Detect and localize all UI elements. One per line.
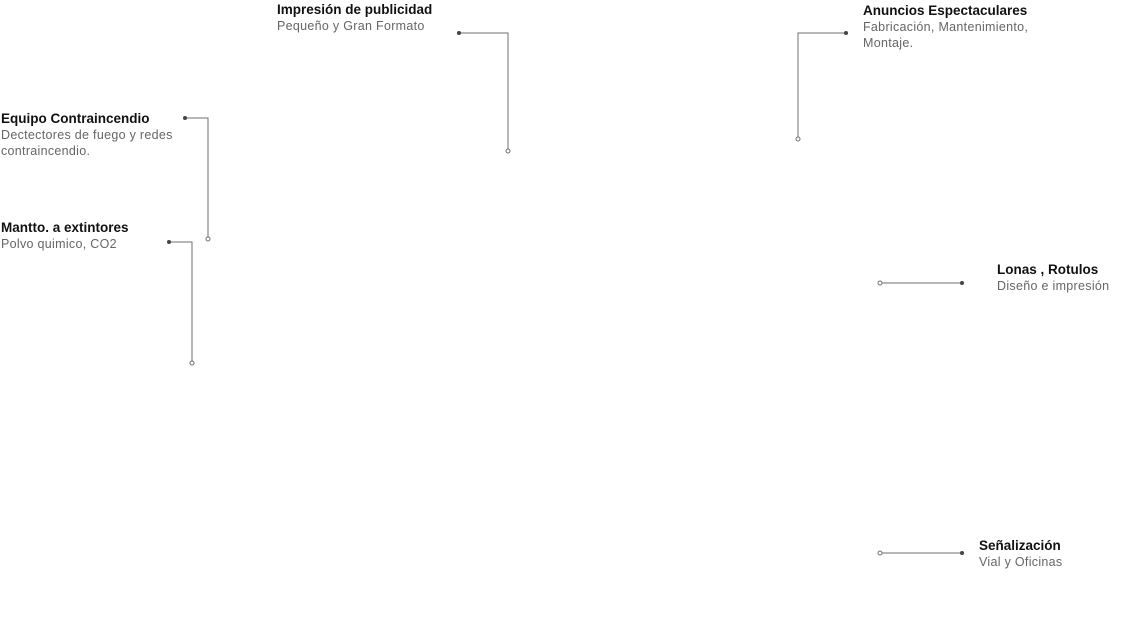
anchor-dot — [457, 31, 461, 35]
endpoint-dot — [795, 136, 801, 142]
connector-anuncios — [795, 31, 848, 142]
anchor-dot — [183, 116, 187, 120]
callout-description: Polvo quimico, CO2 — [1, 237, 117, 251]
callout-lonas-rotulos: Lonas , Rotulos Diseño e impresión — [997, 262, 1109, 294]
connector-mantto — [167, 240, 195, 366]
anchor-dot — [960, 281, 964, 285]
endpoint-dot — [877, 280, 883, 286]
callout-anuncios-espectaculares: Anuncios Espectaculares Fabricación, Man… — [863, 3, 1063, 51]
callout-title: Equipo Contraincendio — [1, 111, 150, 126]
anchor-dot — [960, 551, 964, 555]
endpoint-dot — [877, 550, 883, 556]
endpoint-dot — [189, 360, 195, 366]
callout-title: Impresión de publicidad — [277, 2, 433, 17]
callout-senalizacion: Señalización Vial y Oficinas — [979, 538, 1062, 570]
anchor-dot — [167, 240, 171, 244]
callout-title: Lonas , Rotulos — [997, 262, 1099, 277]
connector-lonas — [877, 280, 964, 286]
connector-senalizacion — [877, 550, 964, 556]
endpoint-dot — [205, 236, 211, 242]
connector-impresion — [457, 31, 511, 154]
callout-impresion-publicidad: Impresión de publicidad Pequeño y Gran F… — [277, 2, 432, 34]
endpoint-dot — [505, 148, 511, 154]
callout-equipo-contraincendio: Equipo Contraincendio Dectectores de fue… — [1, 111, 201, 159]
callout-mantto-extintores: Mantto. a extintores Polvo quimico, CO2 — [1, 220, 129, 252]
callout-description: Vial y Oficinas — [979, 555, 1063, 569]
connector-equipo — [183, 116, 211, 242]
callout-title: Anuncios Espectaculares — [863, 3, 1028, 18]
callout-description: Pequeño y Gran Formato — [277, 19, 425, 33]
callout-description: Dectectores de fuego y redes contraincen… — [1, 128, 173, 158]
callout-title: Señalización — [979, 538, 1061, 553]
callout-description: Diseño e impresión — [997, 279, 1110, 293]
callout-title: Mantto. a extintores — [1, 220, 129, 235]
anchor-dot — [844, 31, 848, 35]
callout-description: Fabricación, Mantenimiento, Montaje. — [863, 20, 1029, 50]
